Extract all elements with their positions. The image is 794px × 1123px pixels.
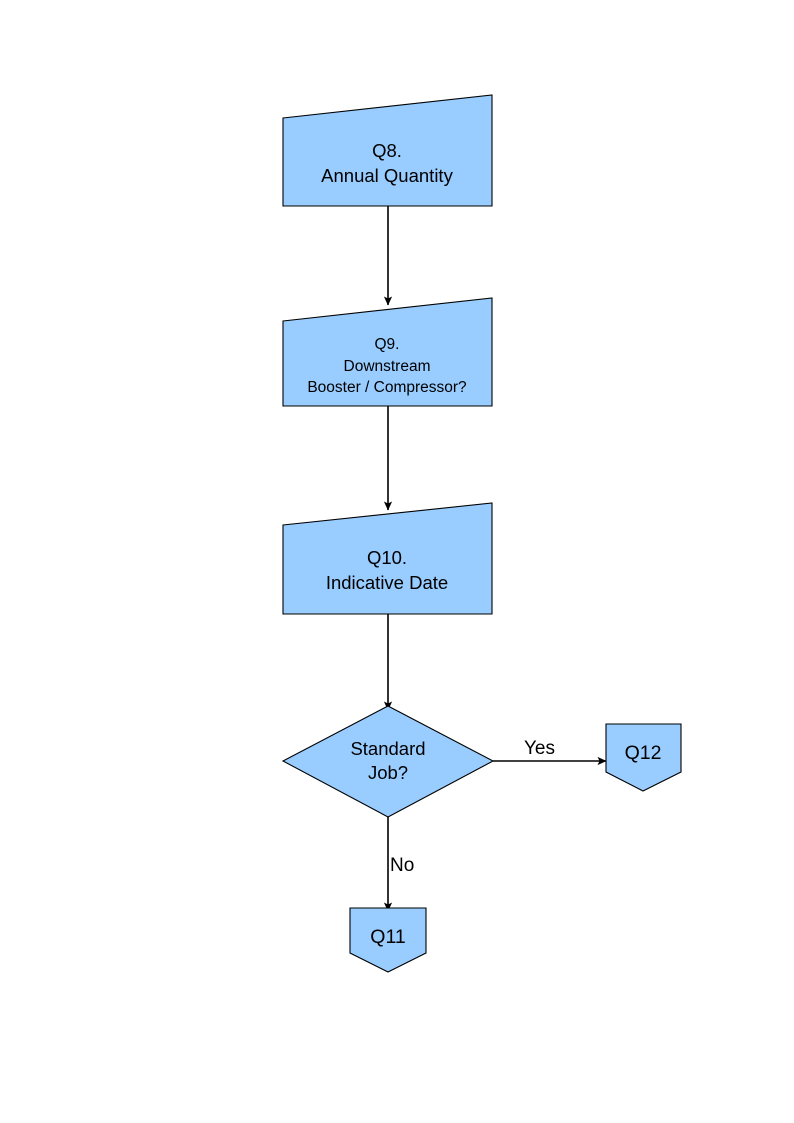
q12-shape: [605, 723, 682, 792]
q9-label-line2: Downstream: [344, 358, 431, 375]
node-q9[interactable]: Q9. Downstream Booster / Compressor?: [282, 297, 493, 407]
edge-label-no: No: [390, 855, 414, 876]
node-q11[interactable]: Q11: [349, 907, 427, 973]
q8-shape: [282, 94, 493, 207]
node-q8[interactable]: Q8. Annual Quantity: [282, 94, 493, 207]
q11-label: Q11: [370, 926, 405, 948]
edge-label-yes: Yes: [524, 738, 555, 759]
q9-label-line3: Booster / Compressor?: [307, 379, 467, 396]
decision-label-line2: Job?: [368, 762, 408, 783]
q8-label-line2: Annual Quantity: [321, 165, 453, 186]
q12-label: Q12: [625, 742, 662, 764]
q9-shape: [282, 297, 493, 407]
q9-label-line1: Q9.: [375, 336, 400, 353]
decision-label-line1: Standard: [350, 738, 425, 759]
q10-shape: [282, 502, 493, 615]
q8-label-line1: Q8.: [372, 140, 402, 161]
q10-label-line1: Q10.: [367, 547, 407, 568]
node-q10[interactable]: Q10. Indicative Date: [282, 502, 493, 615]
node-q12[interactable]: Q12: [605, 723, 682, 792]
edge-decision-to-q11: No: [383, 817, 414, 912]
edge-decision-to-q12: Yes: [493, 738, 607, 766]
q11-shape: [349, 907, 427, 973]
q10-label-line2: Indicative Date: [326, 572, 448, 593]
node-decision-standard-job[interactable]: Standard Job?: [281, 705, 495, 818]
